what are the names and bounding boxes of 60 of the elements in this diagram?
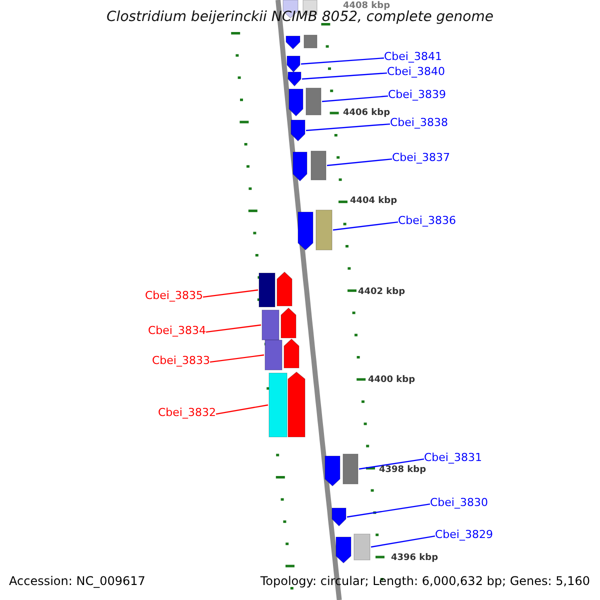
scale-label: 4404 kbp — [350, 197, 398, 207]
gene-block — [316, 210, 332, 250]
leader-line — [322, 95, 388, 102]
gene-block — [336, 536, 352, 564]
leader-line — [370, 535, 436, 548]
gene-label: Cbei_3841 — [384, 51, 442, 64]
gene-block — [298, 212, 314, 250]
gene-block — [286, 36, 300, 50]
leader-line — [326, 158, 392, 166]
gene-block — [292, 152, 308, 182]
leader-line — [302, 72, 388, 80]
gene-label: Cbei_3833 — [152, 355, 210, 368]
gene-block — [310, 150, 326, 180]
gene-block — [264, 340, 282, 370]
scale-label: 4398 kbp — [379, 466, 426, 476]
gene-block — [258, 272, 276, 308]
gene-label: Cbei_3834 — [148, 325, 206, 338]
leader-line — [206, 324, 262, 333]
accession-text: Accession: NC_009617 — [9, 575, 146, 588]
leader-line — [216, 404, 268, 415]
genome-summary: Topology: circular; Length: 6,000,632 bp; Genes: 5,160 — [260, 575, 590, 588]
gene-label: Cbei_3837 — [392, 152, 450, 164]
gene-block — [304, 34, 318, 48]
gene-block — [288, 372, 306, 438]
scale-label: 4400 kbp — [368, 376, 416, 386]
scale-label: 4396 kbp — [391, 554, 438, 564]
scale-label: 4408 kbp — [343, 2, 390, 11]
gene-block — [280, 308, 296, 338]
gene-block — [288, 88, 304, 116]
gene-label: Cbei_3838 — [390, 117, 448, 130]
gene-label: Cbei_3829 — [435, 529, 493, 542]
scale-label: 4402 kbp — [358, 288, 406, 298]
gene-block — [268, 372, 288, 438]
gene-block — [306, 88, 322, 116]
title: Clostridium beijerinckii NCIMB 8052, complete genome — [106, 10, 494, 26]
leader-line — [306, 123, 390, 132]
leader-line — [358, 458, 424, 470]
gene-label: Cbei_3831 — [424, 452, 482, 464]
gene-block — [284, 338, 300, 368]
leader-line — [300, 57, 384, 65]
gene-label: Cbei_3830 — [430, 497, 488, 510]
leader-line — [210, 354, 264, 363]
gene-label: Cbei_3839 — [388, 89, 446, 102]
gene-block — [290, 120, 306, 142]
gene-block — [324, 456, 340, 486]
gene-block — [332, 508, 346, 526]
gene-block — [342, 454, 358, 484]
gene-block — [288, 72, 302, 86]
gene-block — [276, 272, 292, 306]
gene-label: Cbei_3840 — [387, 66, 445, 78]
gene-block — [354, 534, 370, 560]
gene-label: Cbei_3835 — [145, 290, 203, 302]
leader-line — [202, 289, 258, 298]
gene-label: Cbei_3836 — [398, 215, 456, 228]
leader-line — [346, 503, 430, 518]
scale-label: 4406 kbp — [343, 109, 390, 119]
gene-block — [286, 56, 300, 72]
gene-block — [262, 310, 280, 340]
gene-label: Cbei_3832 — [158, 407, 216, 420]
leader-line — [332, 221, 398, 231]
